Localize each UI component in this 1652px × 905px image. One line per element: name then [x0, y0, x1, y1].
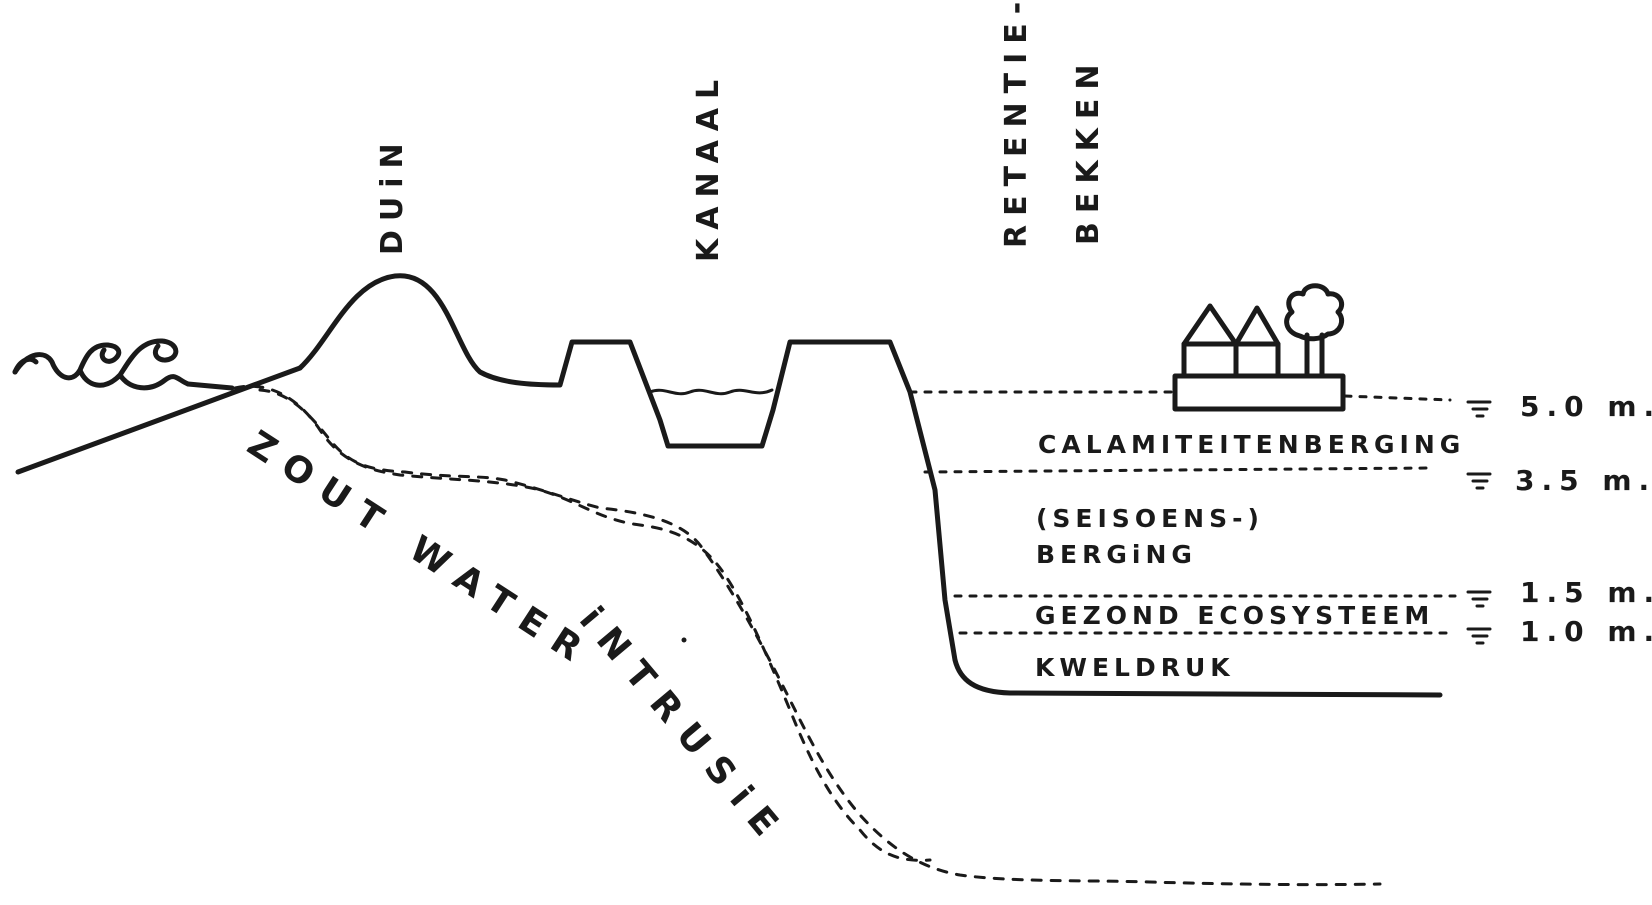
zone-label-ecosysteem: GEZOND ECOSYSTEEM — [1035, 601, 1434, 630]
level-label-1-5: 1.5 m. — [1520, 576, 1652, 609]
zone-label-kwel: KWELDRUK — [1035, 653, 1235, 682]
saltwater-boundary-upper — [233, 384, 932, 862]
level-label-1-0: 1.0 m. — [1520, 615, 1652, 648]
canal-water-line — [648, 388, 774, 396]
terrain-profile — [297, 273, 1443, 698]
house-icon — [1172, 303, 1346, 412]
water-level-icon — [1466, 400, 1492, 645]
label-intrusie: iNTRUSiE — [571, 599, 795, 854]
label-retentie: RETENTIE- — [999, 0, 1034, 248]
saltwater-boundary-lower — [258, 388, 1382, 887]
water-level-lines — [908, 390, 1457, 635]
label-zout-water: ZOUT WATER — [240, 423, 600, 677]
zone-label-seizoens-line1: (SEISOENS-) — [1036, 504, 1264, 533]
zone-label-seizoens-line2: BERGiNG — [1036, 540, 1197, 569]
level-label-3-5: 3.5 m. — [1515, 464, 1652, 497]
label-kanaal: KANAAL — [691, 71, 726, 262]
wave-icon — [12, 338, 235, 391]
level-label-5-0: 5.0 m. — [1520, 390, 1652, 423]
stray-dot — [681, 637, 687, 643]
label-duin: DUiN — [375, 134, 410, 255]
label-bekken: BEKKEN — [1071, 56, 1106, 245]
tree-icon — [1284, 283, 1345, 379]
zone-label-calamiteiten: CALAMITEITENBERGING — [1038, 430, 1465, 459]
